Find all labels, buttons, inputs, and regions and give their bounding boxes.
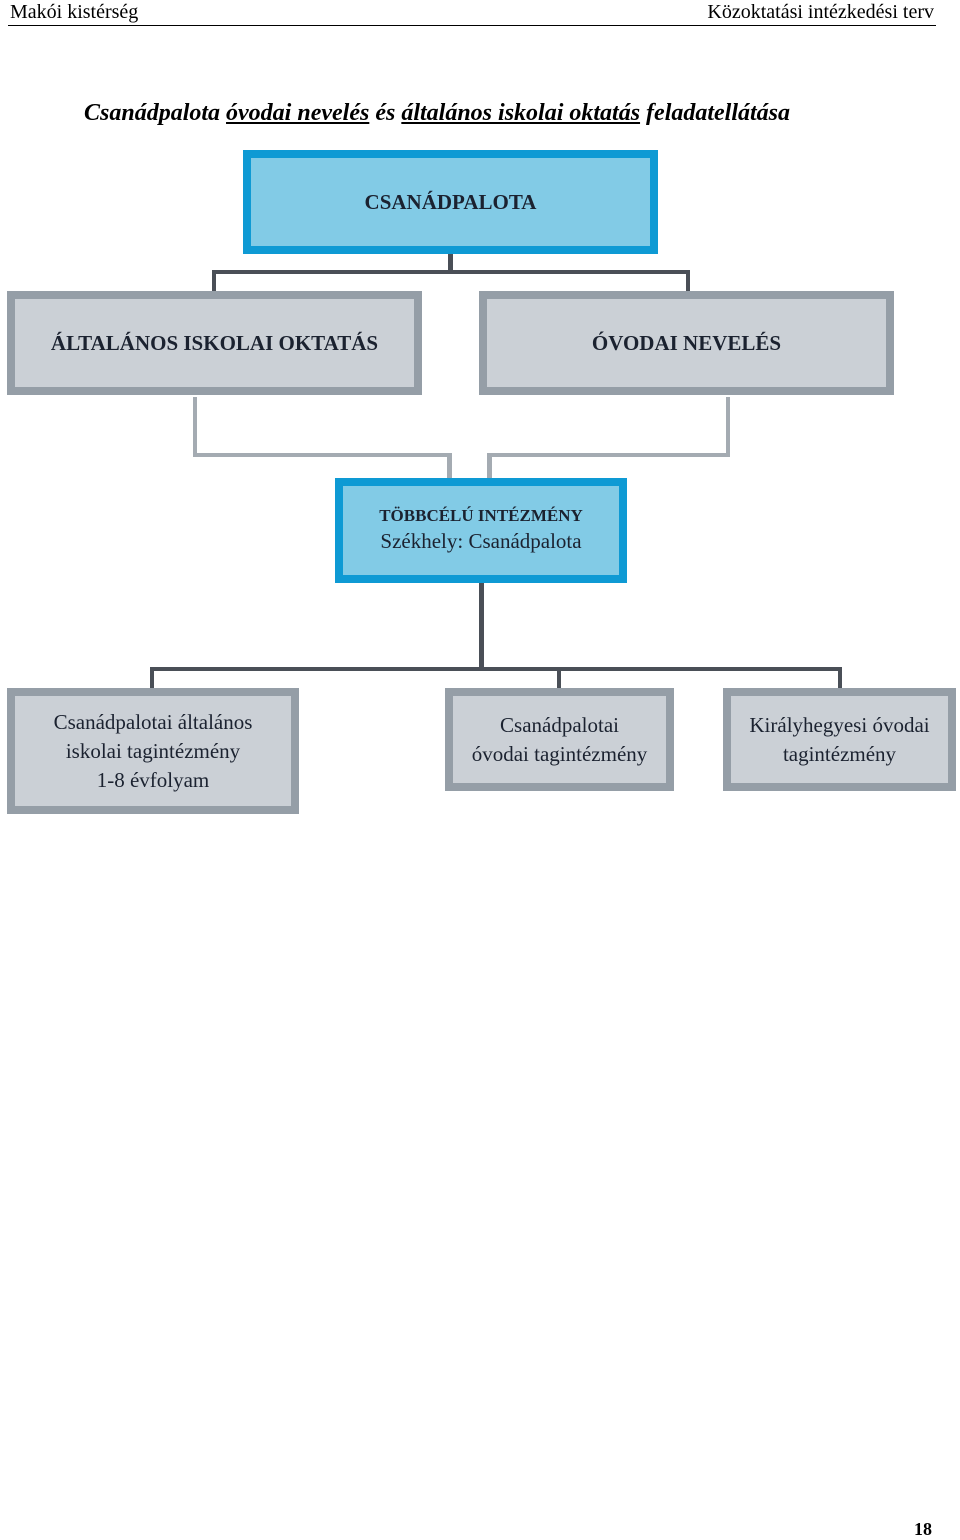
connector-root-horizontal [212,270,690,274]
header-left-text: Makói kistérség [10,1,139,23]
unit-node-kindergarten-line-1: Csanádpalotai [500,712,619,737]
branch-node-kindergarten-label: ÓVODAI NEVELÉS [591,331,782,355]
unit-node-kiralyhegyes-line-1: Királyhegyesi óvodai [749,712,930,737]
connector-kindergarten-down [726,397,730,457]
connector-school-horizontal [193,453,451,457]
unit-node-school-line-1: Csanádpalotai általános [53,709,253,734]
connector-units-horizontal [150,667,842,671]
connector-root-down [448,254,453,271]
branch-node-school: ÁLTALÁNOS ISKOLAI OKTATÁS [7,291,422,395]
connector-school-down [193,397,197,457]
branch-node-kindergarten: ÓVODAI NEVELÉS [479,291,894,395]
title-part-4: általános iskolai oktatás [401,100,641,126]
title-part-1: Csanádpalota [84,100,227,126]
connector-to-right-branch [686,270,690,292]
connector-to-left-branch [212,270,216,292]
unit-node-school-line-2: iskolai tagintézmény [65,738,241,763]
connector-to-unit-3 [838,667,842,689]
unit-node-kindergarten-kiralyhegyes: Királyhegyesi óvodai tagintézmény [723,688,956,791]
title-part-2: óvodai nevelés [226,100,370,126]
page-number: 18 [914,1519,932,1539]
root-node: CSANÁDPALOTA [243,150,658,254]
unit-node-kindergarten-csanadpalota: Csanádpalotai óvodai tagintézmény [445,688,674,791]
connector-kindergarten-horizontal [487,453,730,457]
connector-to-unit-2 [557,667,561,689]
institution-type-label: TÖBBCÉLÚ INTÉZMÉNY [379,506,583,525]
unit-node-school-line-3: 1-8 évfolyam [96,767,210,792]
header-right-text: Közoktatási intézkedési terv [707,1,934,23]
unit-node-kiralyhegyes-line-2: tagintézmény [782,741,897,766]
institution-seat-label: Székhely: Csanádpalota [380,529,582,553]
title-part-5: feladatellátása [640,100,791,126]
connector-school-to-institution [447,453,452,493]
unit-node-kindergarten-line-2: óvodai tagintézmény [471,741,648,766]
unit-node-school: Csanádpalotai általános iskolai tagintéz… [7,688,299,814]
branch-node-school-label: ÁLTALÁNOS ISKOLAI OKTATÁS [50,331,379,355]
connector-kindergarten-to-institution [487,453,492,493]
title-part-3: és [369,100,402,126]
connector-to-unit-1 [150,667,154,689]
header-divider [8,25,936,26]
institution-node: TÖBBCÉLÚ INTÉZMÉNY Székhely: Csanádpalot… [335,478,627,583]
connector-institution-down [479,583,484,670]
document-title: Csanádpalota óvodai nevelés és általános… [84,98,790,128]
root-node-label: CSANÁDPALOTA [364,190,537,214]
